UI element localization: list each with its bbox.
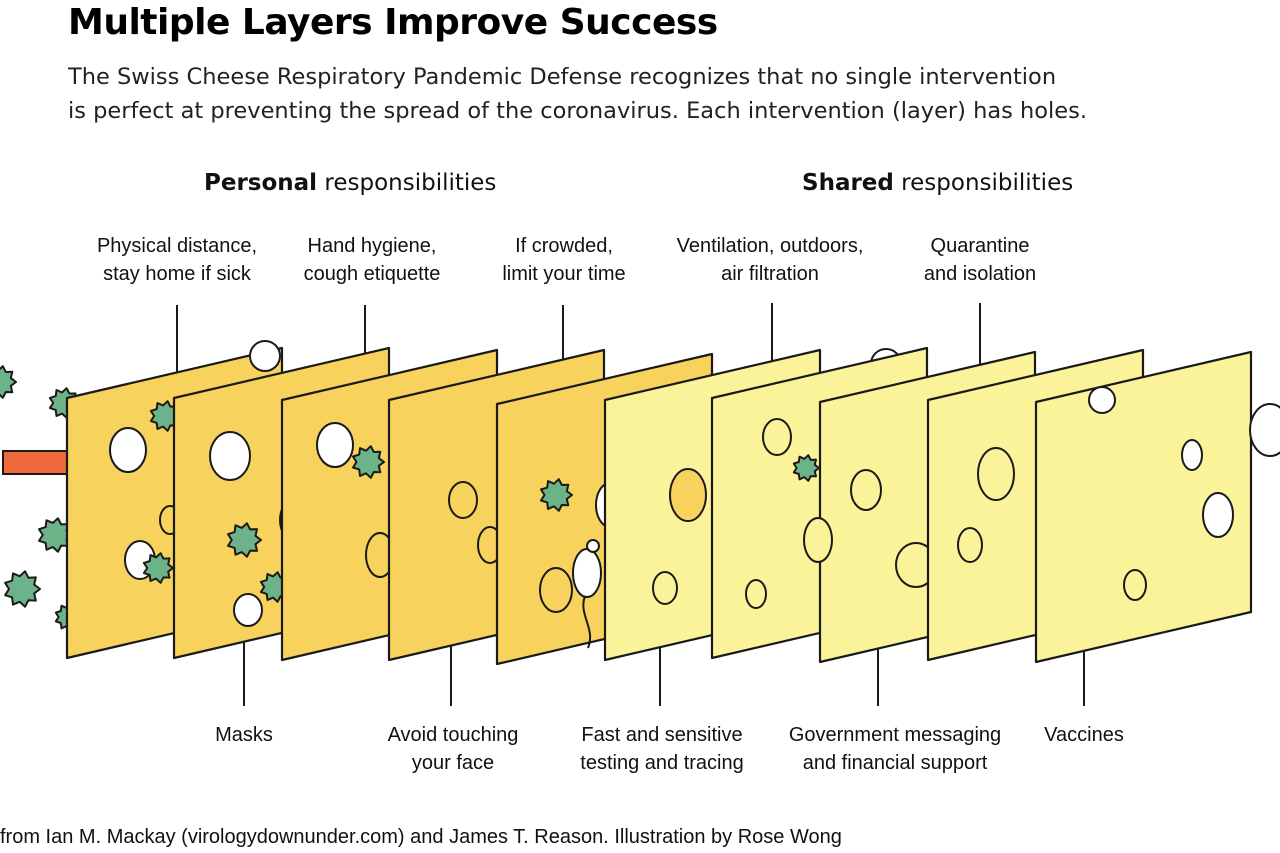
label-line: Hand hygiene,	[307, 235, 437, 257]
slice-vaccines	[1034, 350, 1280, 664]
label-line: Fast and sensitive	[581, 724, 743, 746]
shared-bold: Shared	[802, 170, 894, 196]
virus-icon	[142, 552, 174, 584]
label-line: stay home if sick	[103, 263, 251, 285]
virus-icon	[149, 400, 181, 432]
subtitle-line-1: The Swiss Cheese Respiratory Pandemic De…	[68, 64, 1057, 90]
label-line: your face	[411, 752, 495, 774]
label-line: Avoid touching	[387, 724, 519, 746]
shared-responsibilities-heading: Shared responsibilities	[802, 170, 1073, 196]
personal-responsibilities-heading: Personal responsibilities	[204, 170, 496, 196]
subtitle: The Swiss Cheese Respiratory Pandemic De…	[68, 60, 1218, 128]
virus-icon	[38, 517, 73, 553]
mouse-icon	[572, 539, 602, 649]
label-masks: Masks	[215, 721, 273, 749]
label-line: Vaccines	[1044, 724, 1124, 746]
virus-icon	[792, 454, 820, 482]
credit-line: from Ian M. Mackay (virologydownunder.co…	[0, 826, 842, 848]
cheese-slices	[0, 340, 1280, 666]
label-line: and financial support	[802, 752, 988, 774]
label-line: Physical distance,	[96, 235, 258, 257]
label-line: testing and tracing	[580, 752, 744, 774]
label-line: Ventilation, outdoors,	[676, 235, 864, 257]
label-quarantine: Quarantine and isolation	[924, 232, 1036, 288]
virus-icon	[227, 522, 262, 558]
personal-rest: responsibilities	[317, 170, 497, 196]
label-line: If crowded,	[515, 235, 613, 257]
label-testing-tracing: Fast and sensitive testing and tracing	[580, 721, 743, 777]
virus-icon	[4, 570, 41, 608]
subtitle-line-2: is perfect at preventing the spread of t…	[68, 98, 1088, 124]
virus-icon	[352, 445, 385, 479]
label-line: limit your time	[502, 263, 626, 285]
label-line: Government messaging	[788, 724, 1002, 746]
label-avoid-touching: Avoid touching your face	[388, 721, 519, 777]
label-line: air filtration	[721, 263, 819, 285]
label-if-crowded: If crowded, limit your time	[502, 232, 625, 288]
virus-icon	[540, 478, 573, 512]
label-line: cough etiquette	[303, 263, 441, 285]
label-physical-distance: Physical distance, stay home if sick	[97, 232, 257, 288]
shared-rest: responsibilities	[893, 170, 1074, 196]
personal-bold: Personal	[204, 170, 318, 196]
label-government-messaging: Government messaging and financial suppo…	[789, 721, 1001, 777]
label-line: and isolation	[923, 263, 1037, 285]
label-vaccines: Vaccines	[1044, 721, 1124, 749]
label-ventilation: Ventilation, outdoors, air filtration	[677, 232, 864, 288]
page-title: Multiple Layers Improve Success	[68, 2, 718, 43]
label-line: Masks	[215, 724, 273, 746]
label-hand-hygiene: Hand hygiene, cough etiquette	[304, 232, 441, 288]
virus-icon	[0, 365, 17, 399]
label-line: Quarantine	[930, 235, 1030, 257]
